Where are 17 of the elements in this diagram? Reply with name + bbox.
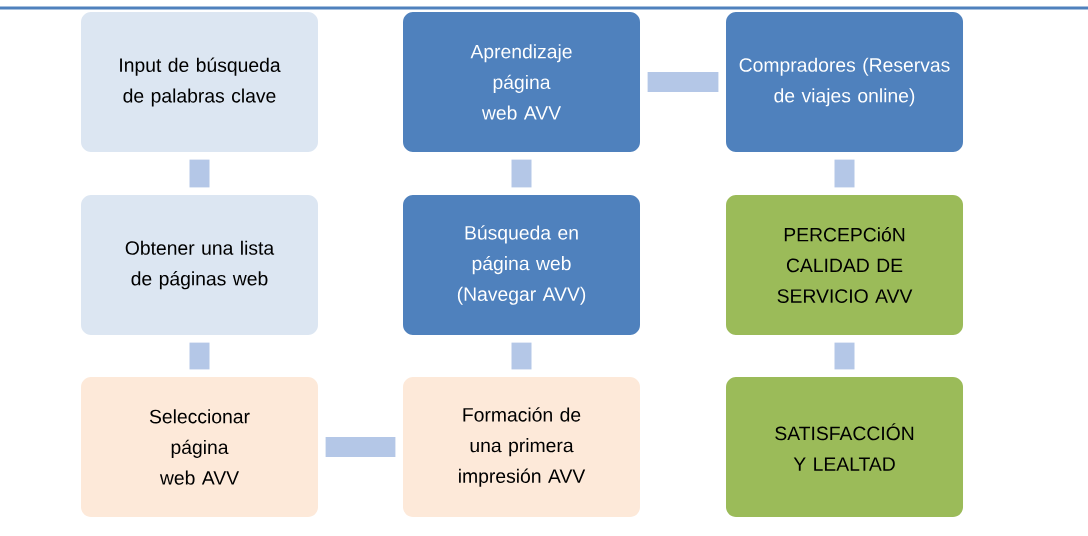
process-box: Formación de una primera impresión AVV: [403, 377, 640, 517]
process-box: PERCEPCióN CALIDAD DE SERVICIO AVV: [726, 195, 963, 335]
process-box: Input de búsqueda de palabras clave: [81, 12, 318, 152]
process-box: Seleccionar página web AVV: [81, 377, 318, 517]
process-box: Obtener una lista de páginas web: [81, 195, 318, 335]
connector-bar: [189, 342, 210, 370]
process-box: Aprendizaje página web AVV: [403, 12, 640, 152]
process-box: Compradores (Reservas de viajes online): [726, 12, 963, 152]
connector-bar: [511, 342, 532, 370]
connector-bar: [834, 159, 855, 188]
process-box: SATISFACCIÓN Y LEALTAD: [726, 377, 963, 517]
connector-bar: [189, 159, 210, 188]
process-box: Búsqueda en página web (Navegar AVV): [403, 195, 640, 335]
connector-bar: [647, 72, 719, 92]
connector-bar: [325, 437, 396, 457]
connector-bar: [511, 159, 532, 188]
connector-bar: [834, 342, 855, 370]
